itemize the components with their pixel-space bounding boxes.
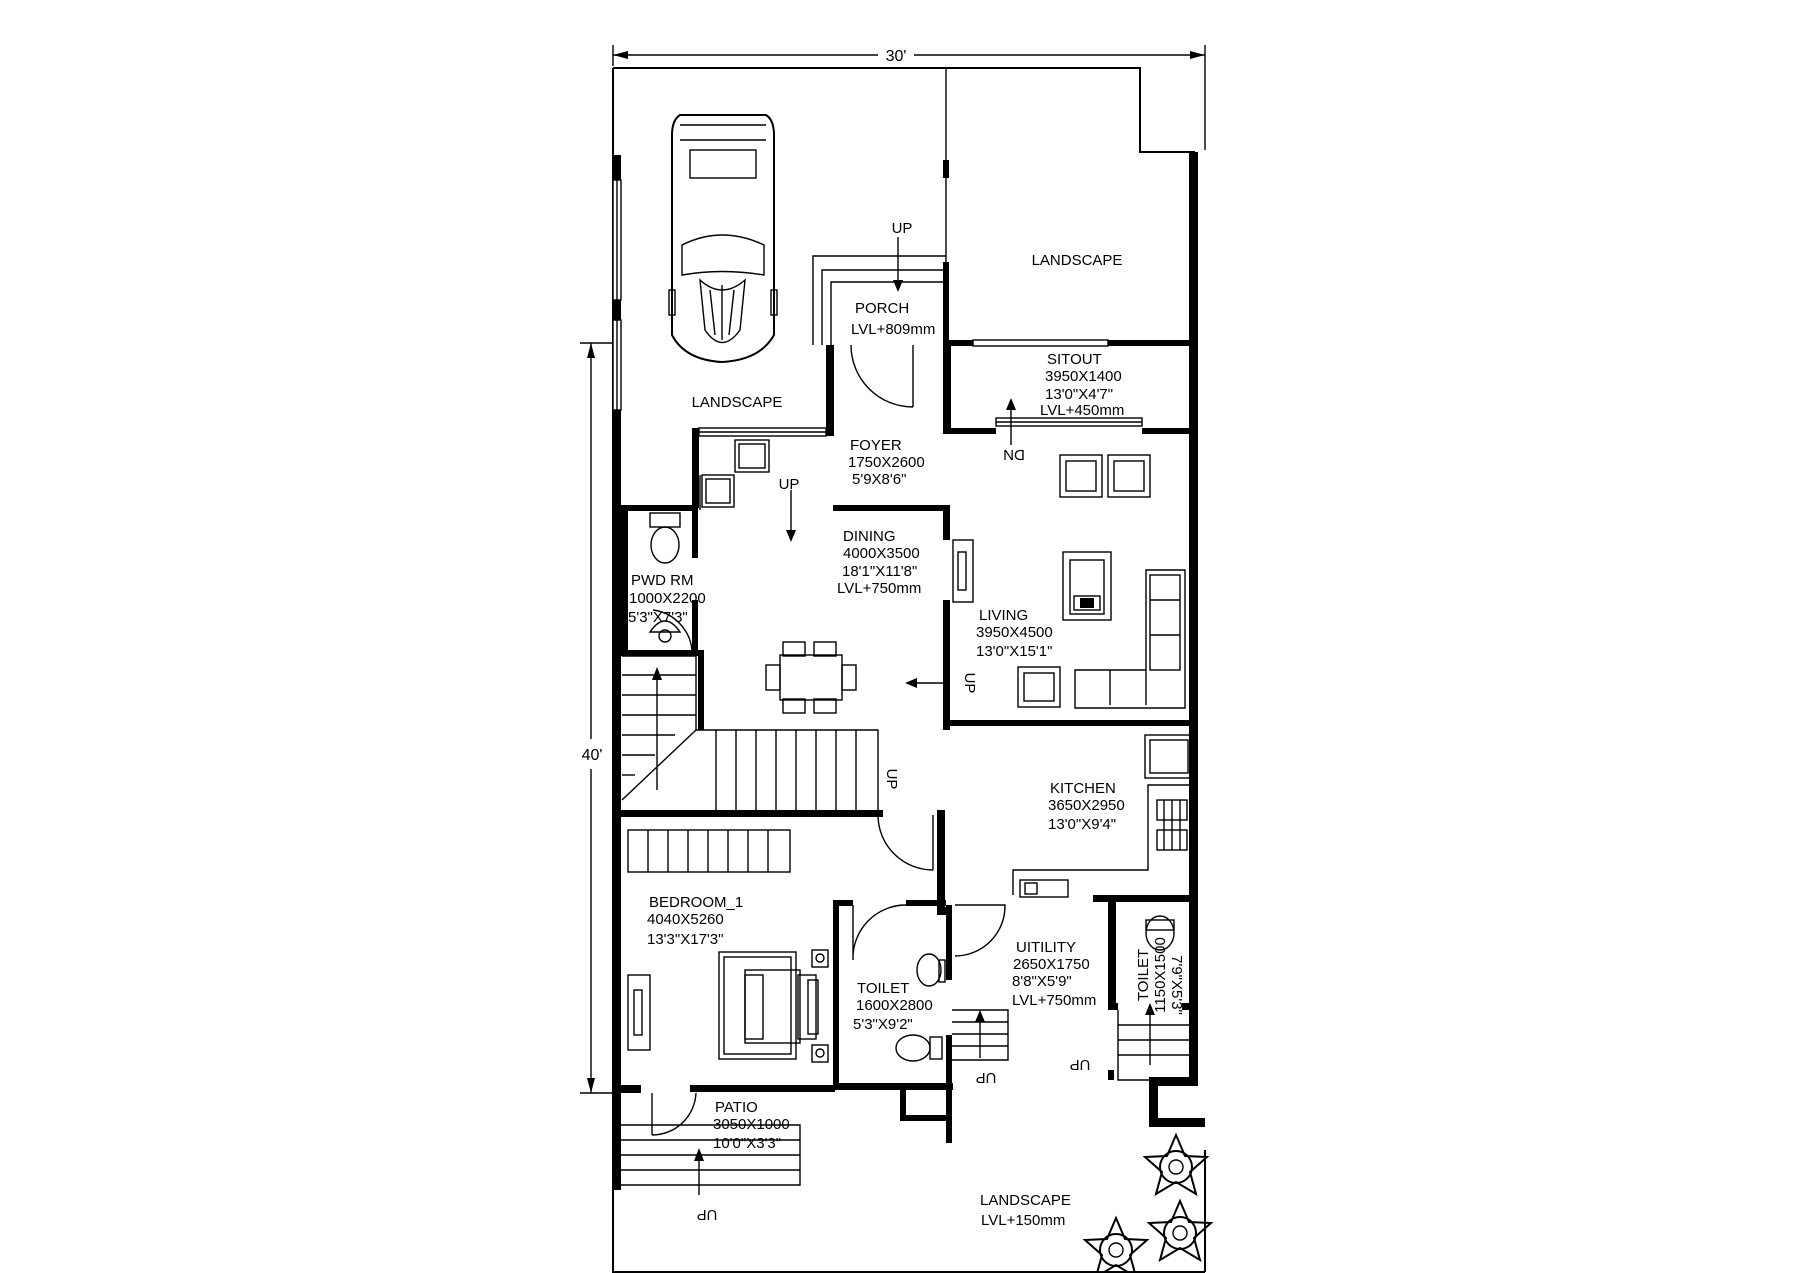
kitchen-label: KITCHEN 3650X2950 13'0"X9'4": [1048, 780, 1125, 833]
toilet-2-label: TOILET 1150X1500 7'9"X5'3" UP: [1070, 937, 1185, 1073]
dining-label: DINING 4000X3500 18'1"X11'8" LVL+750mm: [837, 528, 921, 597]
foyer-chairs: [699, 439, 770, 510]
svg-text:4040X5260: 4040X5260: [647, 911, 724, 928]
landscape-rear-label: LANDSCAPE LVL+150mm: [980, 1192, 1071, 1229]
utility-label: UITILITY 2650X1750 8'8"X5'9" LVL+750mm U…: [976, 939, 1097, 1086]
svg-text:UP: UP: [892, 220, 913, 237]
kitchen-counter: [1012, 784, 1193, 898]
svg-text:13'0"X15'1": 13'0"X15'1": [976, 643, 1052, 660]
plant-icon: [1082, 1132, 1214, 1273]
svg-text:PORCH: PORCH: [855, 300, 909, 317]
svg-text:LVL+750mm: LVL+750mm: [1012, 992, 1096, 1009]
svg-text:FOYER: FOYER: [850, 437, 902, 454]
svg-text:1150X1500: 1150X1500: [1152, 937, 1169, 1013]
tv-icon: [952, 539, 974, 603]
svg-text:UP: UP: [779, 476, 800, 493]
svg-text:4000X3500: 4000X3500: [843, 545, 920, 562]
toilet-1-label: TOILET 1600X2800 5'3"X9'2": [853, 980, 933, 1033]
coffee-table-icon: [1062, 551, 1112, 621]
svg-text:PATIO: PATIO: [715, 1099, 758, 1116]
bed-icon: [718, 949, 829, 1063]
svg-text:LVL+809mm: LVL+809mm: [851, 321, 935, 338]
svg-text:UITILITY: UITILITY: [1016, 939, 1076, 956]
svg-text:5'3"X9'2": 5'3"X9'2": [853, 1016, 913, 1033]
svg-text:UP: UP: [976, 1069, 997, 1086]
svg-text:8'8"X5'9": 8'8"X5'9": [1012, 973, 1072, 990]
svg-text:LIVING: LIVING: [979, 607, 1028, 624]
sofa-icon: [1074, 569, 1186, 709]
svg-text:10'0"X3'3": 10'0"X3'3": [713, 1135, 781, 1152]
depth-dimension-label: 40': [582, 747, 603, 764]
svg-text:UP: UP: [883, 769, 900, 790]
porch-steps: [812, 237, 946, 345]
svg-text:1750X2600: 1750X2600: [848, 454, 925, 471]
sitout-window: [972, 339, 1109, 347]
svg-text:3050X1000: 3050X1000: [713, 1116, 790, 1133]
toilet2-fixtures: [1145, 915, 1175, 951]
patio-label: PATIO 3050X1000 10'0"X3'3" UP: [697, 1099, 790, 1223]
doors: [651, 344, 1006, 1136]
living-chair-icon: [1017, 666, 1061, 708]
svg-text:LVL+750mm: LVL+750mm: [837, 580, 921, 597]
svg-text:TOILET: TOILET: [857, 980, 909, 997]
svg-text:5'9X8'6": 5'9X8'6": [852, 471, 906, 488]
svg-text:BEDROOM_1: BEDROOM_1: [649, 894, 743, 911]
svg-text:LANDSCAPE: LANDSCAPE: [980, 1192, 1071, 1209]
direction-arrows: [786, 398, 1016, 688]
svg-text:1600X2800: 1600X2800: [856, 997, 933, 1014]
bedroom-1-label: BEDROOM_1 4040X5260 13'3"X17'3": [647, 894, 743, 948]
windows: [612, 179, 1143, 437]
porch-label: UP PORCH LVL+809mm: [851, 220, 935, 338]
living-label: LIVING 3950X4500 13'0"X15'1" UP: [961, 607, 1053, 693]
svg-text:LANDSCAPE: LANDSCAPE: [1032, 252, 1123, 269]
svg-text:13'0"X9'4": 13'0"X9'4": [1048, 816, 1116, 833]
svg-text:2650X1750: 2650X1750: [1013, 956, 1090, 973]
svg-text:UP: UP: [697, 1206, 718, 1223]
pwd-rm-label: PWD RM 1000X2200 5'3"X7'3": [628, 572, 706, 626]
svg-text:13'3"X17'3": 13'3"X17'3": [647, 931, 723, 948]
svg-text:3650X2950: 3650X2950: [1048, 797, 1125, 814]
svg-text:LANDSCAPE: LANDSCAPE: [692, 394, 783, 411]
dimension-depth: 40': [578, 342, 620, 1094]
svg-text:1000X2200: 1000X2200: [629, 590, 706, 607]
toilet1-fixtures: [895, 953, 946, 1062]
landscape-front-right-label: LANDSCAPE: [1032, 252, 1123, 269]
width-dimension-label: 30': [886, 48, 907, 65]
dining-table-icon: [765, 641, 857, 714]
svg-text:TOILET: TOILET: [1135, 949, 1152, 1001]
svg-text:KITCHEN: KITCHEN: [1050, 780, 1116, 797]
main-stair-label: UP: [883, 769, 900, 790]
svg-text:DINING: DINING: [843, 528, 896, 545]
svg-text:DN: DN: [1003, 446, 1025, 463]
foyer-label: FOYER 1750X2600 5'9X8'6" UP: [779, 437, 925, 493]
svg-text:3950X1400: 3950X1400: [1045, 368, 1122, 385]
dimension-width: 30': [612, 44, 1206, 150]
svg-text:3950X4500: 3950X4500: [976, 624, 1053, 641]
svg-text:UP: UP: [1070, 1056, 1091, 1073]
sitout-label: SITOUT 3950X1400 13'0"X4'7" LVL+450mm DN: [1003, 351, 1124, 463]
svg-text:LVL+150mm: LVL+150mm: [981, 1212, 1065, 1229]
svg-text:18'1"X11'8": 18'1"X11'8": [842, 563, 917, 580]
car-icon: [668, 114, 778, 364]
svg-text:SITOUT: SITOUT: [1047, 351, 1102, 368]
landscape-front-left-label: LANDSCAPE: [692, 394, 783, 411]
svg-text:5'3"X7'3": 5'3"X7'3": [628, 609, 688, 626]
bedroom-tv-icon: [627, 974, 651, 1051]
svg-text:UP: UP: [961, 673, 978, 694]
living-armchairs: [1059, 454, 1151, 498]
svg-text:LVL+450mm: LVL+450mm: [1040, 402, 1124, 419]
pwd-toilet-icon: [648, 512, 682, 643]
fridge-icon: [1144, 734, 1194, 779]
svg-text:13'0"X4'7": 13'0"X4'7": [1045, 386, 1113, 403]
svg-text:PWD RM: PWD RM: [631, 572, 694, 589]
stairs: [621, 655, 1189, 1195]
svg-text:7'9"X5'3": 7'9"X5'3": [1168, 955, 1185, 1015]
